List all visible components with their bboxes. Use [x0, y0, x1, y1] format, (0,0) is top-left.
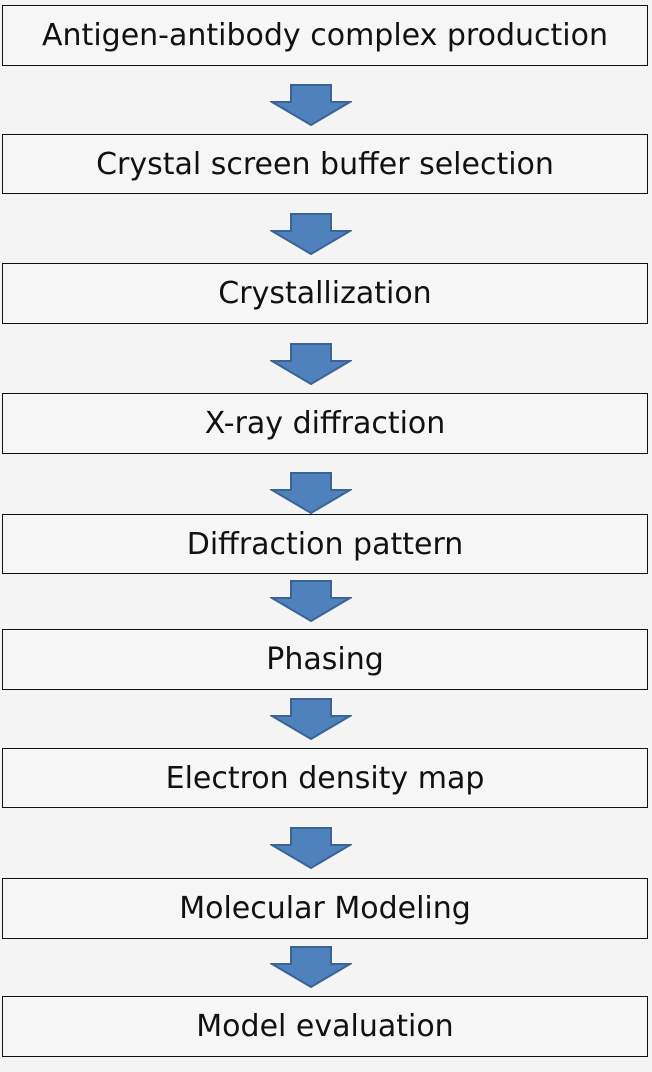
step-x-ray-diffraction: X-ray diffraction [2, 393, 648, 454]
step-label: Phasing [266, 642, 384, 677]
step-label: X-ray diffraction [204, 406, 446, 441]
step-crystal-screen-buffer-selection: Crystal screen buffer selection [2, 134, 648, 194]
down-arrow-icon [270, 213, 352, 255]
step-label: Antigen-antibody complex production [42, 18, 608, 53]
step-label: Crystal screen buffer selection [96, 146, 554, 182]
step-molecular-modeling: Molecular Modeling [2, 878, 648, 939]
step-label: Diffraction pattern [186, 526, 464, 562]
down-arrow-icon [270, 580, 352, 622]
step-label: Model evaluation [196, 1009, 454, 1044]
step-label: Molecular Modeling [179, 891, 471, 926]
down-arrow-icon [270, 84, 352, 126]
step-label: Crystallization [218, 276, 432, 311]
down-arrow-icon [270, 472, 352, 514]
down-arrow-icon [270, 946, 352, 988]
step-label: Electron density map [165, 760, 485, 796]
step-electron-density-map: Electron density map [2, 748, 648, 808]
down-arrow-icon [270, 343, 352, 385]
step-phasing: Phasing [2, 629, 648, 690]
down-arrow-icon [270, 698, 352, 740]
step-antigen-antibody-complex-production: Antigen-antibody complex production [2, 5, 648, 66]
step-crystallization: Crystallization [2, 263, 648, 324]
down-arrow-icon [270, 827, 352, 869]
step-diffraction-pattern: Diffraction pattern [2, 514, 648, 574]
step-model-evaluation: Model evaluation [2, 996, 648, 1057]
